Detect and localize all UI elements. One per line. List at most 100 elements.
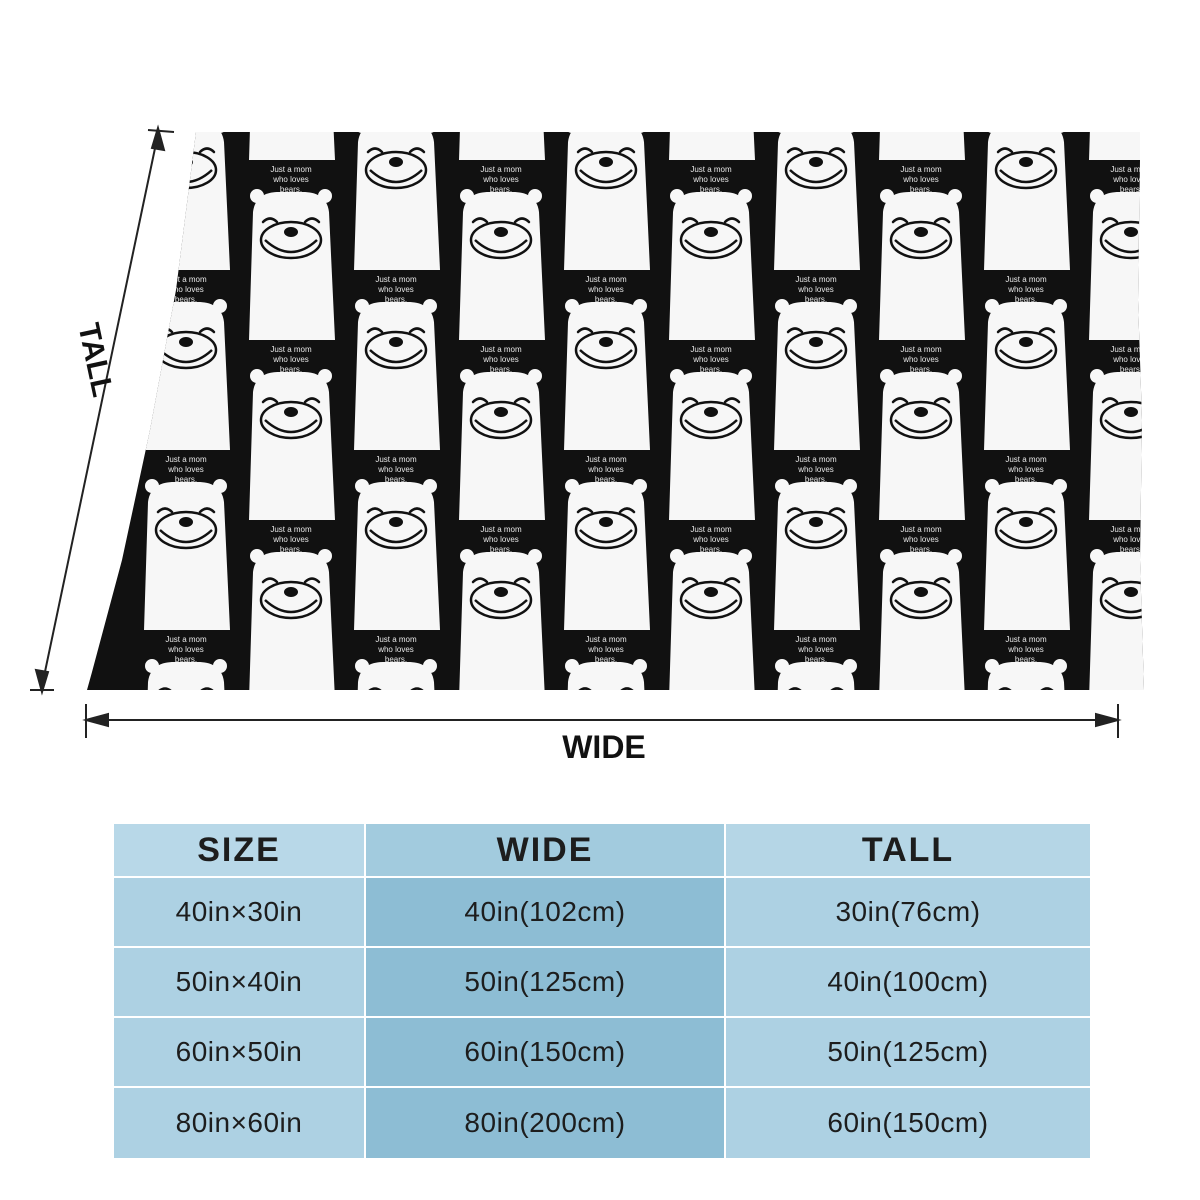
pattern-caption: who loves	[272, 535, 309, 544]
bear-figure	[1088, 367, 1144, 520]
bear-figure	[563, 132, 650, 270]
pattern-caption: bears.	[595, 115, 617, 124]
pattern-caption: who loves	[482, 175, 519, 184]
bear-figure	[1088, 547, 1144, 690]
bear-figure	[773, 657, 860, 690]
bear-figure	[774, 0, 860, 90]
pattern-caption: Just a mom	[900, 525, 942, 534]
pattern-caption: bears.	[1120, 725, 1142, 734]
pattern-caption: bears.	[1120, 545, 1142, 554]
table-cell: 40in(102cm)	[366, 878, 726, 948]
bear-figure	[773, 297, 860, 450]
pattern-caption: bears.	[280, 365, 302, 374]
header-tall: TALL	[726, 824, 1090, 878]
pattern-caption: bears.	[490, 545, 512, 554]
bear-figure	[983, 132, 1070, 270]
pattern-caption: Just a mom	[480, 705, 522, 714]
pattern-caption: bears.	[1120, 5, 1142, 14]
pattern-caption: who loves	[1112, 535, 1149, 544]
pattern-caption: bears.	[1015, 295, 1037, 304]
pattern-caption: Just a mom	[480, 345, 522, 354]
pattern-caption: who loves	[587, 105, 624, 114]
pattern-caption: who loves	[272, 355, 309, 364]
bear-figure	[564, 0, 650, 90]
table-cell: 50in(125cm)	[366, 948, 726, 1018]
bear-figure	[249, 728, 335, 800]
pattern-caption: who loves	[692, 0, 729, 4]
pattern-caption: Just a mom	[1110, 345, 1152, 354]
pattern-caption: who loves	[1007, 645, 1044, 654]
pattern-caption: bears.	[910, 365, 932, 374]
pattern-caption: Just a mom	[690, 345, 732, 354]
pattern-caption: bears.	[595, 295, 617, 304]
pattern-caption: bears.	[1015, 115, 1037, 124]
bear-figure	[353, 297, 440, 450]
bear-figure	[879, 728, 965, 800]
bear-figure	[248, 187, 335, 340]
table-cell: 30in(76cm)	[726, 878, 1090, 948]
pattern-caption: bears.	[700, 545, 722, 554]
pattern-caption: who loves	[692, 535, 729, 544]
pattern-caption: who loves	[167, 645, 204, 654]
pattern-caption: who loves	[902, 355, 939, 364]
pattern-caption: who loves	[902, 0, 939, 4]
pattern-caption: bears.	[805, 655, 827, 664]
pattern-caption: Just a mom	[585, 635, 627, 644]
pattern-caption: who loves	[1112, 355, 1149, 364]
pattern-caption: who loves	[272, 175, 309, 184]
bear-figure	[878, 367, 965, 520]
bear-figure	[353, 477, 440, 630]
pattern-caption: Just a mom	[375, 275, 417, 284]
pattern-caption: who loves	[692, 355, 729, 364]
pattern-caption: bears.	[910, 5, 932, 14]
pattern-caption: bears.	[175, 295, 197, 304]
pattern-caption: bears.	[490, 725, 512, 734]
pattern-caption: who loves	[797, 285, 834, 294]
pattern-caption: bears.	[175, 115, 197, 124]
pattern-caption: who loves	[377, 105, 414, 114]
bear-figure	[353, 132, 440, 270]
pattern-caption: bears.	[490, 185, 512, 194]
table-cell: 60in(150cm)	[366, 1018, 726, 1088]
pattern-caption: who loves	[482, 0, 519, 4]
table-cell: 40in(100cm)	[726, 948, 1090, 1018]
pattern-caption: bears.	[910, 545, 932, 554]
pattern-caption: who loves	[167, 105, 204, 114]
bear-figure	[353, 657, 440, 690]
pattern-caption: bears.	[595, 655, 617, 664]
pattern-caption: Just a mom	[900, 345, 942, 354]
pattern-caption: who loves	[587, 645, 624, 654]
pattern-caption: bears.	[385, 115, 407, 124]
pattern-caption: Just a mom	[270, 705, 312, 714]
pattern-caption: who loves	[902, 535, 939, 544]
bear-figure	[1194, 298, 1200, 450]
pattern-caption: who loves	[272, 0, 309, 4]
bear-figure	[563, 477, 650, 630]
bear-figure	[1194, 658, 1200, 800]
bear-figure	[1089, 728, 1175, 800]
bear-figure	[668, 367, 755, 520]
pattern-caption: who loves	[1007, 105, 1044, 114]
tall-label: TALL	[71, 320, 119, 400]
pattern-caption: Just a mom	[1005, 455, 1047, 464]
pattern-caption: Just a mom	[270, 345, 312, 354]
pattern-caption: bears.	[385, 295, 407, 304]
bear-figure	[983, 297, 1070, 450]
bear-figure	[879, 132, 965, 160]
pattern-caption: Just a mom	[375, 455, 417, 464]
pattern-caption: Just a mom	[1110, 705, 1152, 714]
pattern-caption: who loves	[167, 465, 204, 474]
pattern-caption: bears.	[805, 295, 827, 304]
bear-figure	[878, 187, 965, 340]
table-cell: 60in(150cm)	[726, 1088, 1090, 1160]
bear-figure	[1194, 118, 1200, 270]
bear-figure	[459, 132, 545, 160]
pattern-caption: who loves	[377, 645, 414, 654]
pattern-caption: who loves	[482, 355, 519, 364]
pattern-caption: bears.	[700, 365, 722, 374]
bear-figure	[143, 657, 230, 690]
pattern-caption: bears.	[385, 475, 407, 484]
bear-figure	[563, 297, 650, 450]
pattern-caption: bears.	[910, 725, 932, 734]
